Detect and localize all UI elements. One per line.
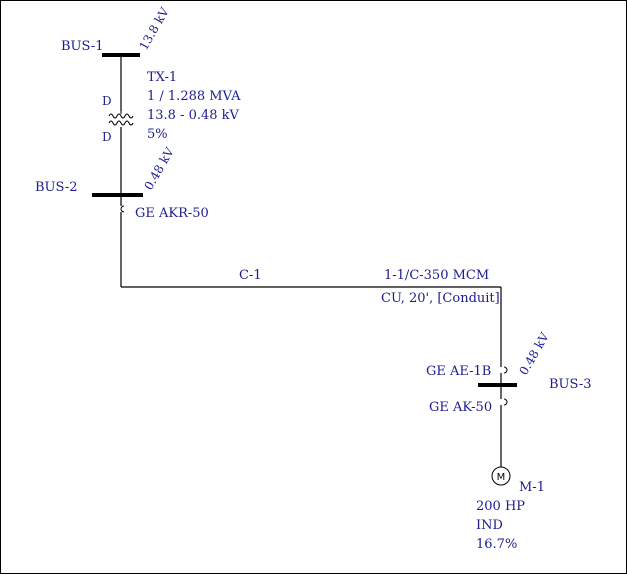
bus-2-breaker-icon[interactable] xyxy=(120,205,125,213)
tx-1-voltage: 13.8 - 0.48 kV xyxy=(147,108,240,123)
bus-2-label: BUS-2 xyxy=(35,180,78,195)
tx-1-name: TX-1 xyxy=(147,70,177,85)
bus-3-top-breaker-icon[interactable] xyxy=(503,366,508,374)
motor-symbol: M xyxy=(497,472,506,483)
tx-1-rating: 1 / 1.288 MVA xyxy=(147,89,241,104)
tx-1-impedance: 5% xyxy=(147,127,168,142)
bus-3-bottom-breaker-icon[interactable] xyxy=(503,398,508,406)
bus-1-label: BUS-1 xyxy=(61,39,104,54)
motor-name: M-1 xyxy=(519,480,545,495)
motor-type: IND xyxy=(476,518,503,533)
transformer-icon[interactable] xyxy=(108,109,134,126)
motor-rating: 200 HP xyxy=(476,499,525,514)
bus-3-bottom-breaker-label: GE AK-50 xyxy=(429,400,492,415)
bus-2-breaker-label: GE AKR-50 xyxy=(135,206,209,221)
motor-icon[interactable]: M xyxy=(491,466,511,486)
bus-2-voltage: 0.48 kV xyxy=(141,145,177,193)
tx-1-primary-winding: D xyxy=(102,94,112,108)
cable-c1-details: CU, 20', [Conduit] xyxy=(381,291,500,306)
bus-3-top-breaker-label: GE AE-1B xyxy=(426,364,491,379)
motor-impedance: 16.7% xyxy=(476,537,517,552)
bus-3-voltage: 0.48 kV xyxy=(516,330,552,378)
cable-c1-name: C-1 xyxy=(239,268,262,283)
bus-3-label: BUS-3 xyxy=(549,377,592,392)
bus-1-voltage: 13.8 kV xyxy=(136,5,172,53)
tx-1-secondary-winding: D xyxy=(102,130,112,144)
cable-c1-size: 1-1/C-350 MCM xyxy=(384,268,489,283)
